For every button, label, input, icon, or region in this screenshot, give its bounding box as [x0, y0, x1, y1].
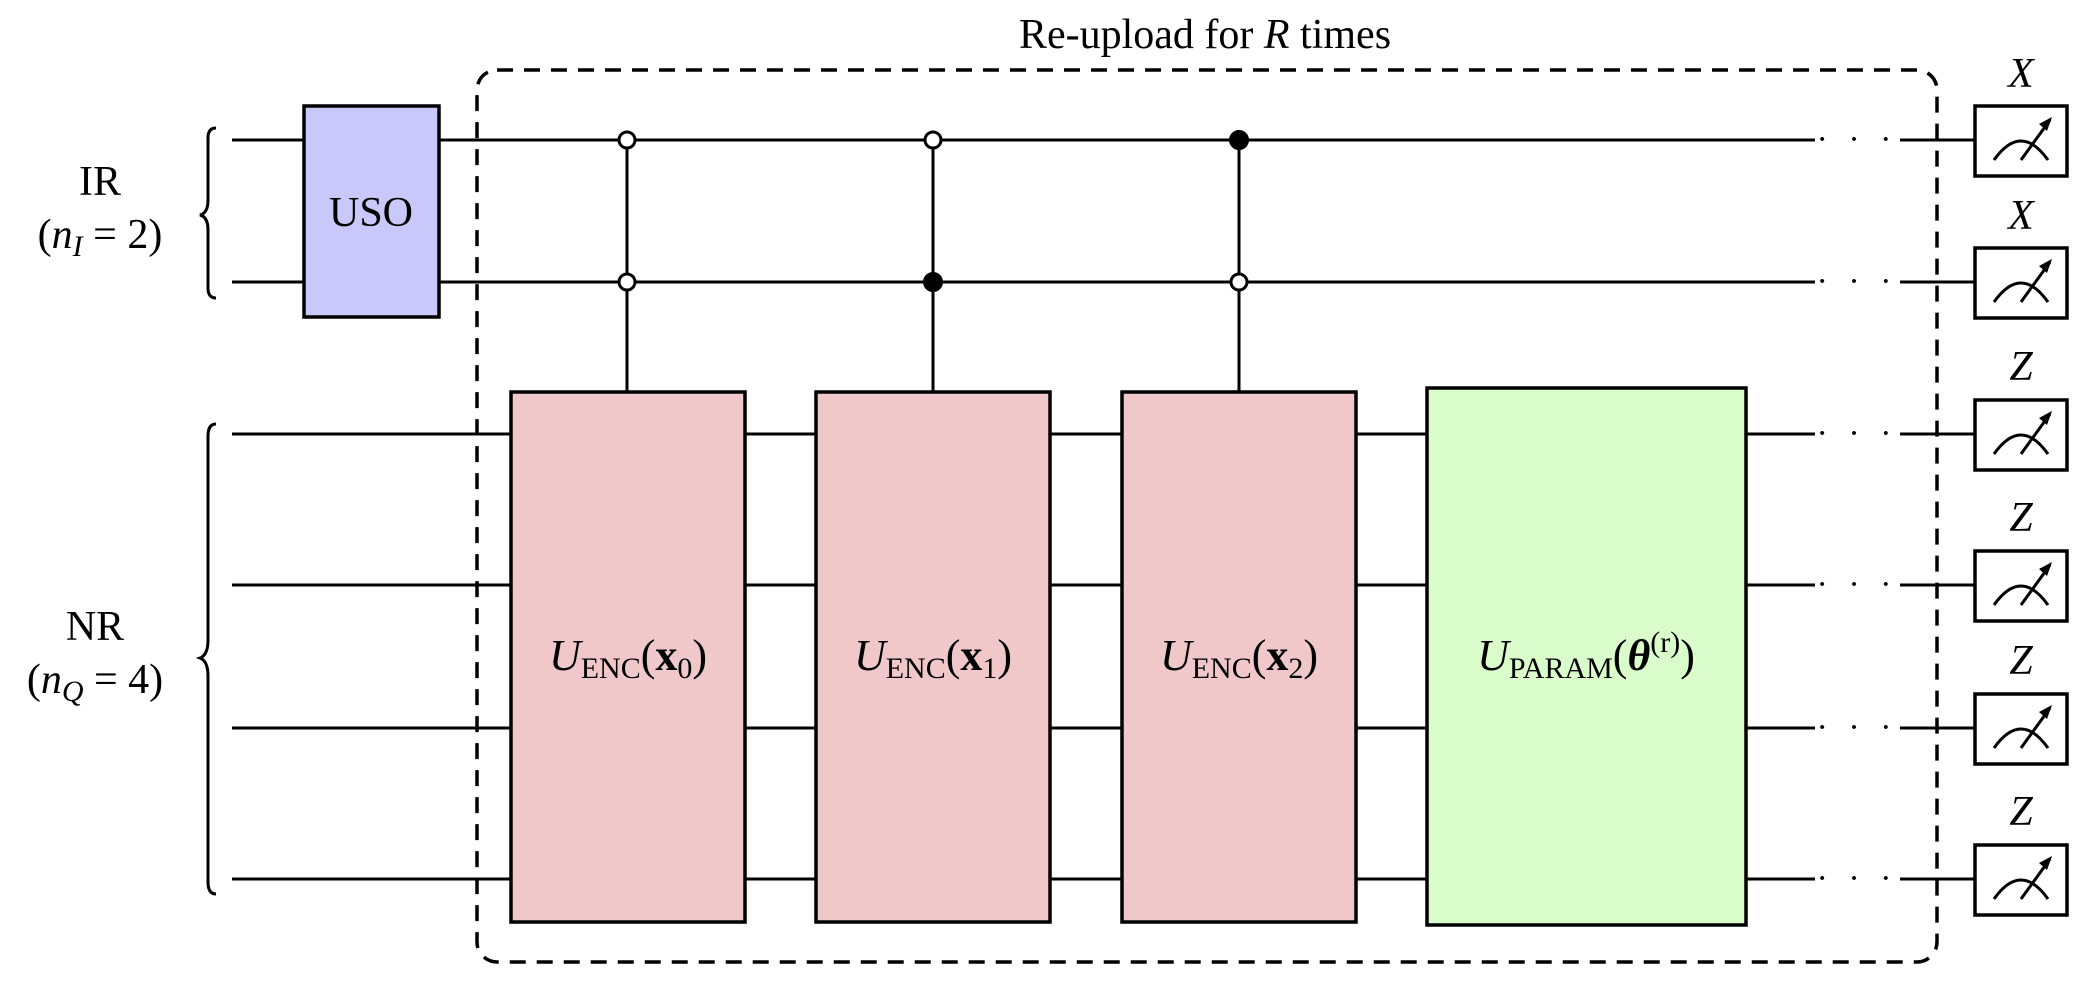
- encoding-gate-1-label: UENC(x1): [854, 631, 1012, 685]
- ir-register-size: (nI = 2): [38, 212, 163, 263]
- measurement-4: Z: [1973, 638, 2069, 766]
- ellipsis: · · ·: [1817, 121, 1898, 158]
- meter-arrowhead: [2039, 856, 2052, 870]
- ellipsis: · · ·: [1817, 263, 1898, 300]
- meter-arrowhead: [2039, 562, 2052, 576]
- meter-icon: [1992, 727, 2050, 749]
- reupload-region: [475, 68, 1939, 964]
- nr-brace: [195, 422, 217, 896]
- meter-arrowhead: [2039, 705, 2052, 719]
- open-control-dot: [923, 130, 943, 150]
- open-control-dot: [1229, 272, 1249, 292]
- uso-gate-label: USO: [329, 190, 413, 236]
- measurement-1: X: [1973, 193, 2069, 320]
- measurement-basis-label: X: [2006, 193, 2036, 239]
- param-gate: [1425, 386, 1748, 927]
- measurement-5: Z: [1973, 789, 2069, 917]
- meter-arrowhead: [2039, 259, 2052, 273]
- ellipsis: · · ·: [1817, 860, 1898, 897]
- encoding-gate-2: [1120, 390, 1358, 924]
- nr-register-name: NR: [66, 604, 124, 650]
- encoding-gate-0-label: UENC(x0): [549, 631, 707, 685]
- open-control-dot: [617, 272, 637, 292]
- filled-control-dot: [1229, 130, 1249, 150]
- measurement-0: X: [1973, 51, 2069, 178]
- meter-arrowhead: [2039, 411, 2052, 425]
- meter-icon: [1992, 281, 2050, 303]
- meter-icon: [1992, 433, 2050, 455]
- meter-icon: [1992, 584, 2050, 606]
- ir-register-name: IR: [79, 159, 121, 205]
- measurement-2: Z: [1973, 344, 2069, 472]
- encoding-gate-1: [814, 390, 1052, 924]
- continuation-ellipses: · · · · · · · · · · · · · · · · · ·: [1817, 121, 1898, 897]
- meter-icon: [1992, 139, 2050, 161]
- measurement-basis-label: Z: [2009, 789, 2033, 835]
- measurement-3: Z: [1973, 495, 2069, 623]
- measurement-basis-label: Z: [2009, 638, 2033, 684]
- reupload-title: Re-upload for R times: [1019, 12, 1391, 58]
- open-control-dot: [617, 130, 637, 150]
- encoding-gate-2-label: UENC(x2): [1160, 631, 1318, 685]
- ir-brace: [199, 126, 217, 300]
- measurement-basis-label: X: [2006, 51, 2036, 97]
- ellipsis: · · ·: [1817, 415, 1898, 452]
- ellipsis: · · ·: [1817, 566, 1898, 603]
- nr-register-size: (nQ = 4): [27, 657, 163, 708]
- meter-icon: [1992, 878, 2050, 900]
- measurement-group: X X Z Z Z: [1973, 51, 2069, 917]
- filled-control-dot: [923, 272, 943, 292]
- ellipsis: · · ·: [1817, 709, 1898, 746]
- control-dots: [617, 130, 1249, 292]
- param-gate-label: UPARAM(θ(r)): [1477, 626, 1695, 685]
- meter-arrowhead: [2039, 117, 2052, 131]
- measurement-basis-label: Z: [2009, 495, 2033, 541]
- measurement-basis-label: Z: [2009, 344, 2033, 390]
- encoding-gate-0: [509, 390, 747, 924]
- uso-gate: [302, 104, 441, 319]
